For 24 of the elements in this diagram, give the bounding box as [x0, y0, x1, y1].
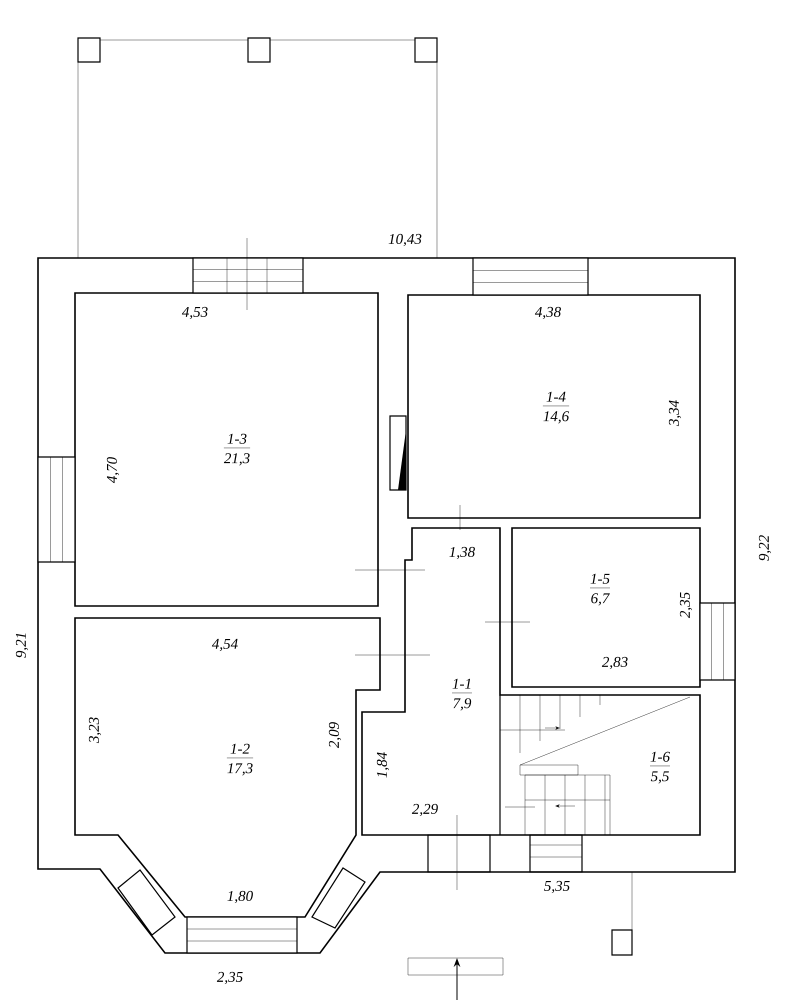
room-label: 1-6 5,5 — [649, 748, 671, 788]
room-label: 1-2 17,3 — [226, 740, 254, 780]
dimension-label: 3,34 — [668, 398, 682, 428]
dimension-label: 2,09 — [328, 720, 342, 750]
dimension-label: 5,35 — [542, 880, 572, 894]
dimension-label: 1,84 — [376, 750, 390, 780]
dimension-label: 1,80 — [226, 890, 254, 904]
dimension-label: 2,29 — [410, 802, 440, 818]
dimension-label: 4,70 — [106, 456, 120, 484]
dimension-label: 2,35 — [216, 970, 244, 986]
dimension-label: 10,43 — [387, 232, 423, 248]
dimension-label: 2,83 — [600, 656, 630, 670]
dimension-label: 4,53 — [180, 306, 210, 320]
dimension-label: 1,38 — [448, 546, 476, 560]
room-label: 1-3 21,3 — [222, 430, 252, 470]
dimension-label: 4,54 — [210, 638, 240, 652]
room-label: 1-5 6,7 — [589, 570, 611, 610]
room-label: 1-4 14,6 — [542, 388, 570, 428]
dimension-label: 4,38 — [534, 306, 562, 320]
room-label: 1-1 7,9 — [451, 676, 473, 714]
dimension-label: 9,22 — [758, 534, 772, 562]
dimension-label: 2,35 — [678, 590, 694, 620]
dimension-label: 3,23 — [88, 716, 102, 744]
dimension-label: 9,21 — [14, 630, 30, 660]
